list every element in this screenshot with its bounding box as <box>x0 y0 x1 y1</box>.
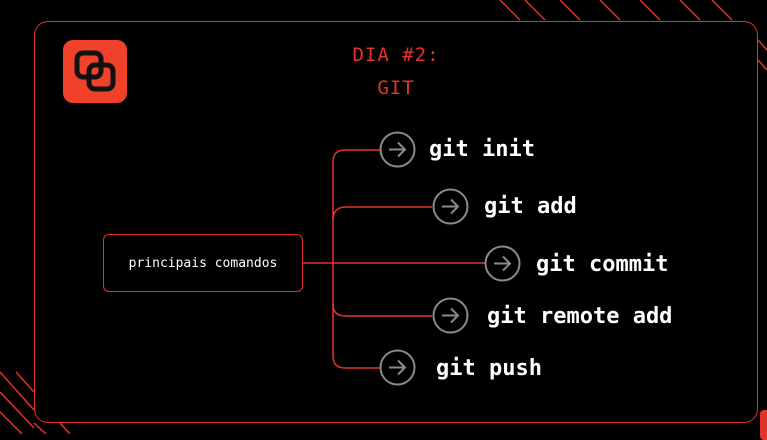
title-line-1: DIA #2: <box>352 44 440 66</box>
main-card <box>34 21 758 423</box>
arrow-right-circle-icon <box>379 349 416 386</box>
corner-tab <box>760 410 767 440</box>
logo <box>63 40 127 103</box>
branch-label-git-remote-add: git remote add <box>487 304 673 329</box>
root-node: principais comandos <box>103 234 303 292</box>
arrow-right-circle-icon <box>432 297 469 334</box>
branch-label-git-init: git init <box>429 137 535 162</box>
branch-label-git-push: git push <box>436 356 542 381</box>
title-line-2: GIT <box>377 77 415 99</box>
arrow-right-circle-icon <box>379 131 416 168</box>
arrow-right-circle-icon <box>484 245 521 282</box>
arrow-right-circle-icon <box>432 188 469 225</box>
branch-label-git-add: git add <box>484 194 577 219</box>
branch-label-git-commit: git commit <box>536 252 669 277</box>
overlapping-squares-icon <box>74 50 116 92</box>
